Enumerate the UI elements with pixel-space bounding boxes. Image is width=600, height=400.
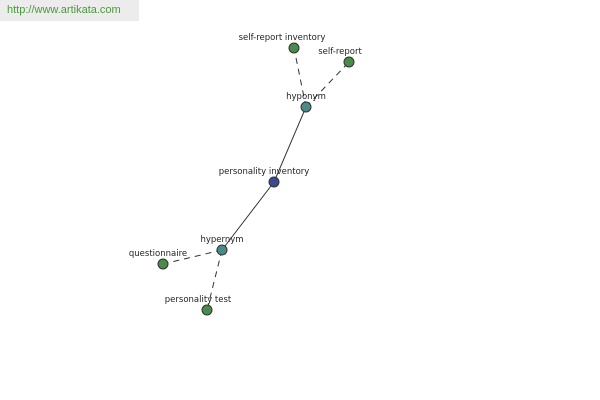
term-label-self-report: self-report bbox=[318, 47, 362, 57]
hypernym-node[interactable] bbox=[216, 244, 228, 256]
hyponym-node[interactable] bbox=[300, 101, 312, 113]
center-node-label: personality inventory bbox=[219, 167, 310, 177]
hypernym-node-label: hypernym bbox=[200, 235, 243, 245]
term-node-self-report[interactable] bbox=[343, 56, 355, 68]
term-label-self-report-inventory: self-report inventory bbox=[239, 33, 326, 43]
watermark-url: http://www.artikata.com bbox=[0, 0, 139, 21]
term-node-questionnaire[interactable] bbox=[157, 258, 169, 270]
hyponym-node-label: hyponym bbox=[286, 92, 326, 102]
term-label-personality-test: personality test bbox=[165, 295, 232, 305]
center-node[interactable] bbox=[268, 176, 280, 188]
edge-center-hyponym bbox=[273, 106, 307, 183]
term-node-self-report-inventory[interactable] bbox=[288, 42, 300, 54]
term-node-personality-test[interactable] bbox=[201, 304, 213, 316]
term-label-questionnaire: questionnaire bbox=[129, 249, 187, 259]
edge-center-hypernym bbox=[221, 181, 275, 251]
